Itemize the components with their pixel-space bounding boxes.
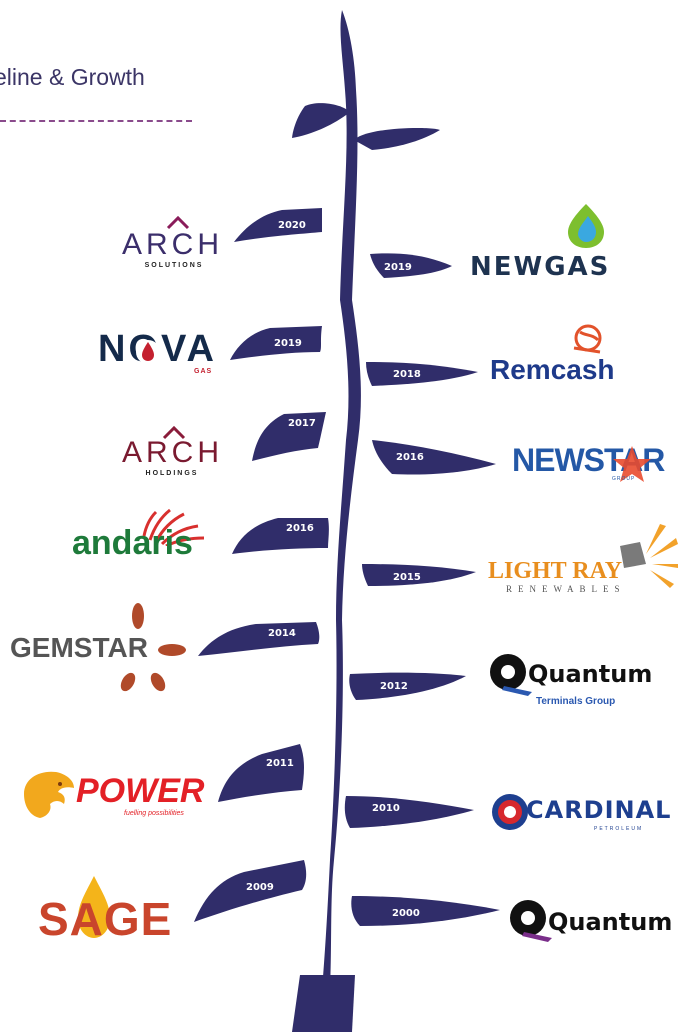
company-tagline: fuelling possibilities xyxy=(124,810,184,817)
stem-base xyxy=(292,975,355,1032)
leaf-top-left xyxy=(292,103,350,138)
branch-right-2018 xyxy=(366,362,478,386)
company-name: GEMSTAR xyxy=(10,632,148,663)
globe-icon xyxy=(573,324,602,354)
cardinal-c-icon xyxy=(492,794,528,830)
year-label: 2012 xyxy=(380,681,408,692)
branch-right-2010 xyxy=(344,796,474,828)
eagle-icon xyxy=(24,771,74,818)
company-name: NEWGAS xyxy=(470,252,611,282)
logo-power: POWER fuelling possibilities xyxy=(20,768,210,824)
company-name: ARCH xyxy=(122,436,224,469)
branch-right-2016 xyxy=(372,440,496,475)
year-label: 2019 xyxy=(384,262,412,273)
branch-right-2000 xyxy=(351,896,500,926)
logo-newstar: NEWSTAR GROUP xyxy=(512,442,674,486)
branch-left-2017 xyxy=(252,412,326,461)
company-tagline: GROUP xyxy=(612,476,636,482)
stem-trunk xyxy=(322,10,361,990)
branch-left-2011 xyxy=(218,744,304,802)
logo-remcash: Remcash xyxy=(490,322,632,388)
year-label: 2000 xyxy=(392,908,420,919)
logo-gemstar: GEMSTAR xyxy=(10,602,192,692)
year-label: 2016 xyxy=(396,452,424,463)
company-name: POWER xyxy=(76,772,205,810)
arch-chevron-icon xyxy=(162,425,186,440)
company-tagline: Terminals Group xyxy=(536,696,616,707)
page-title: eline & Growth xyxy=(0,64,145,90)
year-label: 2017 xyxy=(288,418,316,429)
title-underline-divider xyxy=(0,120,192,122)
company-tagline: PETROLEUM xyxy=(594,826,644,832)
company-name: Quantum xyxy=(528,660,653,688)
company-tagline: SOLUTIONS xyxy=(144,262,204,269)
branch-left-2016 xyxy=(232,518,329,554)
year-label: 2011 xyxy=(266,758,294,769)
company-name: SAGE xyxy=(38,893,173,945)
company-name: Quantum xyxy=(548,908,673,936)
branch-left-2009 xyxy=(194,860,307,922)
company-name: CARDINAL xyxy=(526,796,672,824)
drop-icon xyxy=(136,340,160,364)
year-label: 2010 xyxy=(372,803,400,814)
branch-left-2019 xyxy=(230,326,322,360)
sunburst-icon xyxy=(142,508,205,546)
arch-chevron-icon xyxy=(166,215,190,230)
year-label: 2014 xyxy=(268,628,296,639)
logo-quantum: Quantum xyxy=(508,898,672,944)
year-label: 2020 xyxy=(278,220,306,231)
branch-right-2012 xyxy=(349,672,466,700)
branch-left-2020 xyxy=(234,208,322,242)
branch-right-2019 xyxy=(370,253,452,278)
leaf-top-right xyxy=(354,128,440,150)
logo-cardinal: CARDINAL PETROLEUM xyxy=(490,790,670,836)
logo-sage: SAGE xyxy=(38,876,188,946)
company-tagline: HOLDINGS xyxy=(145,470,199,477)
year-label: 2018 xyxy=(393,369,421,380)
gem-petals-icon xyxy=(120,603,186,692)
company-name: ARCH xyxy=(122,228,224,261)
star-icon xyxy=(613,446,651,482)
logo-newgas: NEWGAS xyxy=(470,202,636,282)
year-label: 2019 xyxy=(274,338,302,349)
year-label: 2009 xyxy=(246,882,274,893)
branch-left-2014 xyxy=(198,622,320,656)
gas-flame-icon xyxy=(568,204,604,248)
company-name: Remcash xyxy=(490,354,615,385)
logo-quantum-terminals: Quantum Terminals Group xyxy=(488,652,652,712)
quantum-q-icon xyxy=(510,900,552,942)
flame-drop-icon xyxy=(78,876,110,938)
company-tagline: RENEWABLES xyxy=(506,584,626,594)
company-name: andaris xyxy=(72,524,193,562)
year-label: 2016 xyxy=(286,523,314,534)
year-label: 2015 xyxy=(393,572,421,583)
branch-right-2015 xyxy=(362,564,476,586)
company-tagline: GAS xyxy=(194,368,213,375)
sun-rays-icon xyxy=(620,524,678,588)
quantum-q-icon xyxy=(490,654,532,696)
logo-light-ray: LIGHT RAY RENEWABLES xyxy=(488,524,678,596)
company-name: LIGHT RAY xyxy=(488,558,623,584)
